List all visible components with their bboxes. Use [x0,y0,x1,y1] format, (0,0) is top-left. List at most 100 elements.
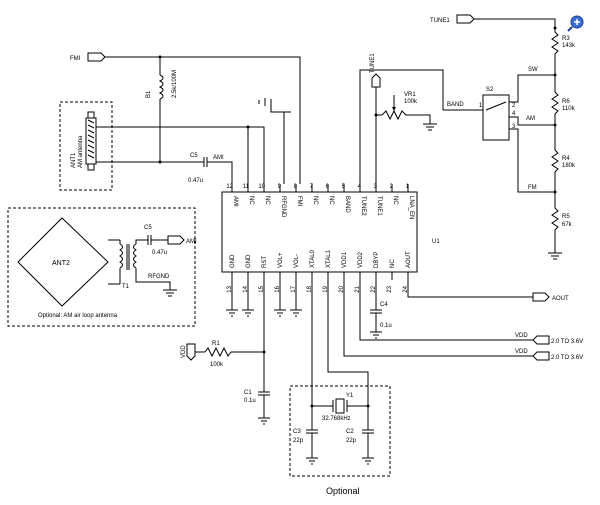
r3-value: 143k [562,43,576,49]
u1-pin-name: GND [246,254,252,268]
c2-ref: C2 [346,429,354,435]
y1-ref: Y1 [346,393,354,399]
aout-port: AOUT [532,292,569,302]
s2-pin-3: 3 [512,124,516,130]
u1-pin-name: RFGND [280,196,286,218]
u1-pin-name: XTAL1 [326,249,332,268]
u1-pin-number: 6 [326,184,330,190]
u1-top-pins: 12AMI11NC10NC9RFGND8FMI7NC6NC5BAND4TUNE2… [226,184,414,219]
ground-symbol [163,289,177,297]
c3-ref: C3 [293,429,301,435]
fm-label: FM [528,185,537,191]
r1-resistor [204,346,264,358]
u1-pin-number: 11 [243,184,250,190]
s2-pin-4: 4 [512,111,516,117]
u1-pin-name: NC [248,196,254,205]
sw-label: SW [528,67,538,73]
vdd-left-label: VDD [181,345,187,358]
u1-pin-name: TUNE1 [376,196,382,216]
u1-pin-number: 24 [403,285,409,292]
s2-pin-1: 1 [479,103,483,109]
r3-resistor [551,28,559,60]
c5-loop-ref: C5 [144,225,152,231]
ant2-ref: ANT2 [52,260,70,267]
y1-crystal [312,398,368,414]
ant1-value: AM antenna [78,135,84,168]
y1-value: 32.768kHz [322,416,351,422]
r5-ref: R5 [562,214,570,220]
ground-symbol [226,309,238,317]
u1-pin-name: VOL- [294,254,300,268]
r4-ref: R4 [562,156,570,162]
u1-pin-name: NC [390,259,396,268]
u1-pin-number: 22 [371,285,377,292]
am-label: AM [526,116,535,122]
u1-pin-name: TUNE2 [360,196,366,216]
u1-pin-number: 3 [374,184,378,190]
ami-net-label: AMI [213,155,224,161]
u1-pin-number: 5 [342,184,346,190]
u1-pin-name: AMI [232,196,238,207]
u1-pin-number: 19 [323,285,329,292]
r6-resistor [551,75,559,125]
loop-antenna-note: Optional: AM air loop antenna [38,313,118,319]
band-net-label: BAND [447,102,464,108]
c1-value: 0.1u [244,398,256,404]
c5-ref: C5 [190,153,198,159]
b1-value: 2.5k/100M [172,70,178,98]
vdd2-net-label: VDD [515,349,528,355]
u1-pin-number: 16 [275,285,281,292]
u1-pin-name: DBYP [374,252,380,268]
r3-ref: R3 [562,36,570,42]
t1-ref: T1 [122,284,130,290]
u1-pin-number: 2 [390,184,394,190]
u1-pin-number: 7 [310,184,314,190]
zoom-in-icon[interactable] [567,15,584,32]
u1-pin-name: FMI [296,196,302,207]
vr1-ref: VR1 [404,92,416,98]
vdd-port-left: VDD [181,343,196,361]
r5-resistor [551,192,559,253]
u1-pin-number: 9 [278,184,282,190]
u1-pin-number: 10 [258,184,265,190]
u1-pin-name: AOUT [406,251,412,268]
u1-pin-number: 17 [291,285,297,292]
u1-pin-number: 23 [387,285,393,292]
u1-pin-name: VDD1 [342,251,348,268]
r5-value: 67k [562,222,573,228]
u1-pin-number: 21 [355,285,361,292]
u1-ic [221,191,418,273]
ground-symbol [548,252,562,260]
tune1-port: TUNE1 [430,14,475,24]
ami-port: AMI [167,235,197,245]
tune1-port-label: TUNE1 [430,18,450,24]
vr1-potentiometer [381,109,431,124]
u1-pin-number: 15 [259,285,265,292]
crystal-optional-box [289,385,391,477]
u1-pin-number: 4 [358,184,362,190]
vdd-range-1: 2.0 TO 3.6V [551,339,583,345]
ground-symbol [258,98,291,113]
r4-resistor [551,125,559,192]
c4-ref: C4 [380,302,388,308]
ant1-antenna [85,111,97,171]
c1-ref: C1 [244,390,252,396]
u1-pin-name: GND [230,254,236,268]
c4-value: 0.1u [380,323,392,329]
r4-value: 180k [562,163,576,169]
aout-port-label: AOUT [552,296,569,302]
vdd-port-2: 2.0 TO 3.6V [532,351,583,361]
u1-pin-number: 8 [294,184,298,190]
loop-antenna-optional-box [7,207,196,327]
vdd-port-1: 2.0 TO 3.6V [532,335,583,345]
c5-loop-value: 0.47u [152,250,167,256]
ground-symbol [362,457,374,465]
u1-pin-number: 1 [406,184,410,190]
c5-value: 0.47u [188,178,203,184]
u1-pin-name: RST [262,256,268,268]
ground-symbol [242,309,254,317]
vdd-range-2: 2.0 TO 3.6V [551,355,583,361]
r6-value: 110k [562,106,576,112]
u1-pin-number: 13 [227,285,233,292]
